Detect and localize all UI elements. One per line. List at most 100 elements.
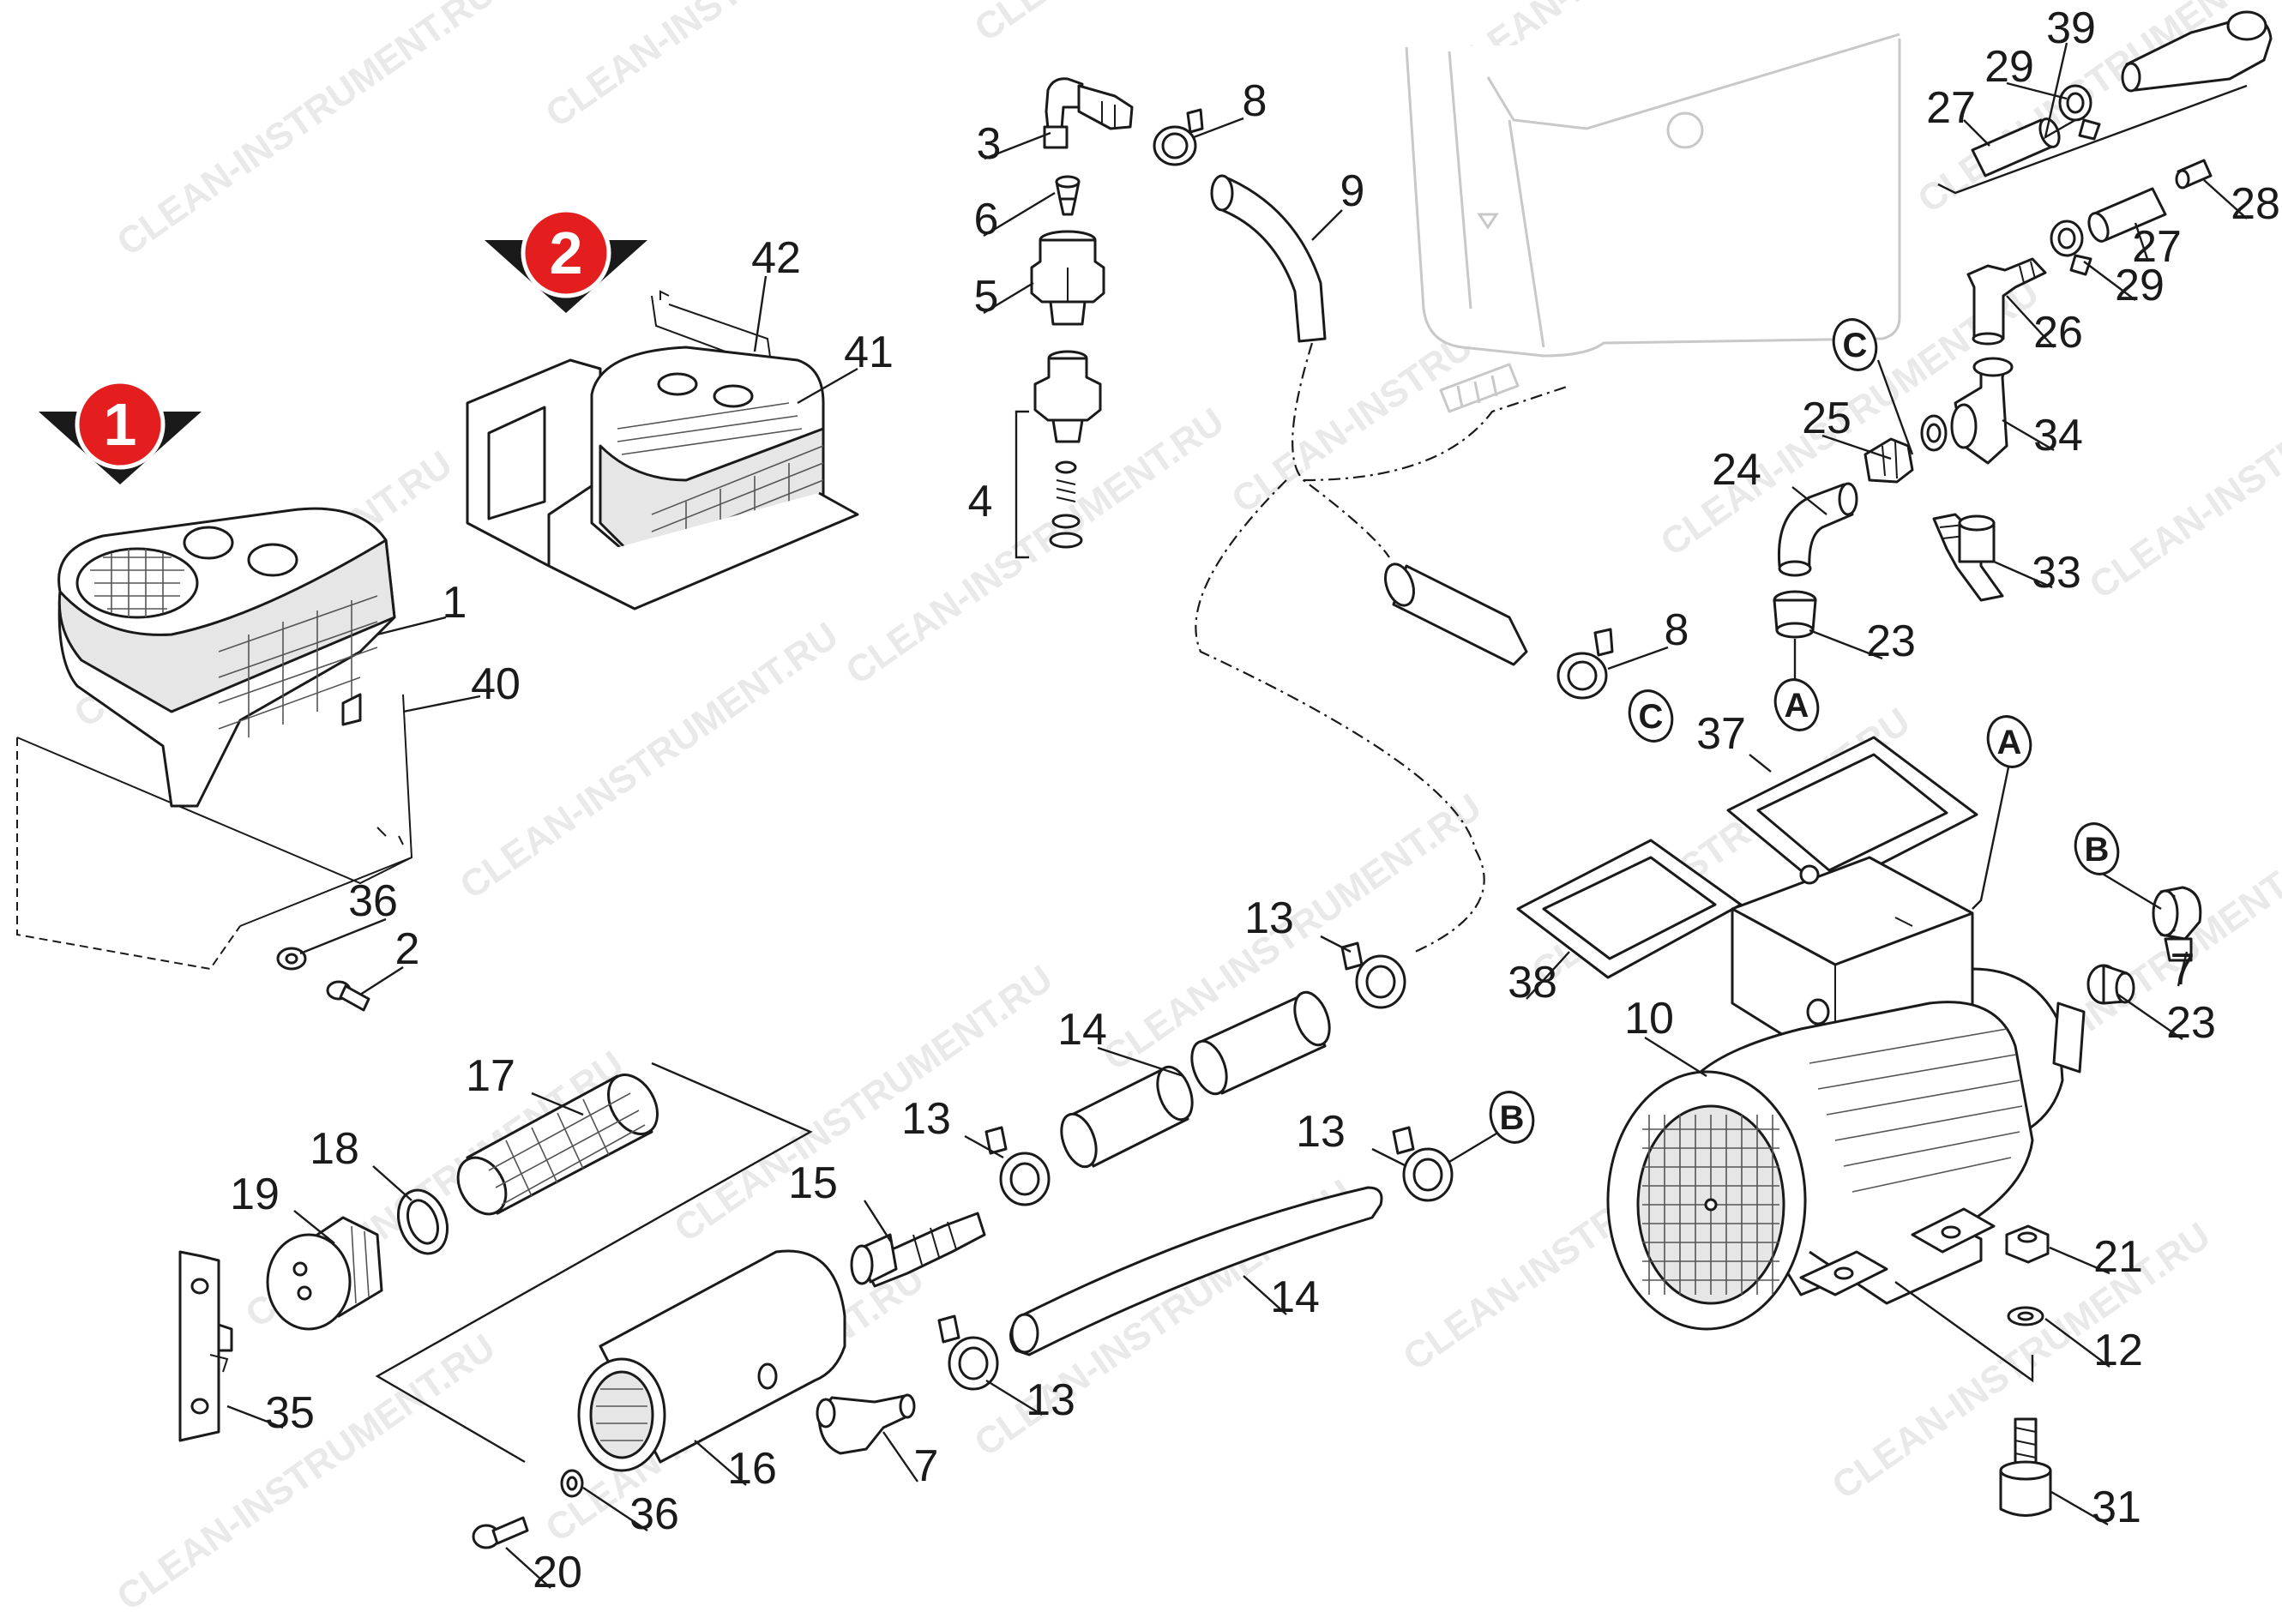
part-label-8-top: 8 bbox=[1243, 76, 1267, 126]
connector-letter: C bbox=[1843, 327, 1868, 364]
connector-letter: B bbox=[1500, 1099, 1525, 1137]
part-6-nozzle bbox=[1055, 175, 1081, 216]
part-17-filter-screen bbox=[456, 1074, 659, 1216]
connector-oval bbox=[2074, 822, 2120, 875]
part-19-filter-cap bbox=[266, 1216, 383, 1331]
part-label-7-right: 7 bbox=[2171, 945, 2195, 995]
part-label-20: 20 bbox=[533, 1548, 582, 1597]
part-label-4: 4 bbox=[968, 477, 993, 526]
part-label-39: 39 bbox=[2046, 3, 2096, 53]
part-29-clamp-b bbox=[2050, 220, 2092, 276]
part-label-36-top: 36 bbox=[348, 876, 398, 926]
part-hose-short bbox=[1384, 562, 1528, 666]
part-33-barbed-fitting bbox=[1932, 513, 2004, 602]
part-13-clamp-d bbox=[937, 1314, 999, 1391]
connector-C-top: C bbox=[1832, 318, 1878, 371]
part-13-clamp-b bbox=[984, 1126, 1051, 1206]
part-8-clamp-top bbox=[1153, 108, 1204, 166]
watermark-text: CLEAN-INSTRUMENT.RU bbox=[110, 0, 503, 264]
watermark-text: CLEAN-INSTRUMENT.RU bbox=[453, 615, 846, 908]
part-label-13-c: 13 bbox=[1296, 1107, 1346, 1157]
part-label-28: 28 bbox=[2231, 179, 2280, 229]
part-label-25: 25 bbox=[1802, 394, 1851, 443]
part-9-hose bbox=[1210, 174, 1327, 343]
part-label-13-a: 13 bbox=[1244, 893, 1294, 943]
watermark-text: CLEAN-INSTRUMENT.RU bbox=[839, 400, 1232, 694]
part-label-8-mid: 8 bbox=[1665, 605, 1689, 655]
watermark-text: CLEAN-INSTRUMENT.RU bbox=[667, 958, 1061, 1251]
part-label-41: 41 bbox=[844, 328, 894, 377]
part-27-hose-b bbox=[2087, 187, 2167, 243]
part-20-screw bbox=[472, 1516, 529, 1549]
part-label-34: 34 bbox=[2033, 411, 2083, 460]
part-label-23-a: 23 bbox=[1866, 617, 1916, 666]
bracket-21-12 bbox=[1894, 1281, 2034, 1383]
connector-letter: B bbox=[2085, 831, 2110, 869]
part-label-17: 17 bbox=[466, 1051, 515, 1101]
part-label-7-low: 7 bbox=[914, 1441, 939, 1491]
connector-A-left: A bbox=[1773, 678, 1820, 731]
part-label-40: 40 bbox=[471, 659, 521, 709]
part-31-standoff bbox=[1999, 1417, 2052, 1517]
part-label-12: 12 bbox=[2093, 1326, 2143, 1375]
part-label-18: 18 bbox=[310, 1124, 359, 1174]
part-40-mount-frame bbox=[16, 694, 413, 971]
part-7-elbow-right bbox=[2152, 886, 2202, 962]
part-label-3: 3 bbox=[977, 119, 1002, 169]
connector-letter: A bbox=[1997, 724, 2022, 761]
connector-oval bbox=[1986, 715, 2032, 768]
part-label-9: 9 bbox=[1340, 166, 1365, 216]
part-18-o-ring bbox=[396, 1188, 449, 1255]
connector-oval bbox=[1832, 318, 1878, 371]
badge-number: 2 bbox=[550, 220, 583, 286]
part-label-21: 21 bbox=[2093, 1232, 2143, 1282]
badge-circle bbox=[75, 379, 166, 470]
part-label-6: 6 bbox=[974, 195, 999, 244]
hose-routing-path bbox=[1195, 342, 1485, 953]
part-14-hose-long bbox=[1009, 1186, 1383, 1356]
part-label-26: 26 bbox=[2033, 308, 2083, 358]
part-label-19: 19 bbox=[230, 1170, 280, 1219]
connector-C-mid: C bbox=[1628, 689, 1674, 743]
part-36-washer-low bbox=[560, 1469, 584, 1498]
watermark-text: CLEAN-INSTRUMENT.RU bbox=[967, 0, 1361, 50]
bracket-filter bbox=[375, 1062, 813, 1464]
part-label-24: 24 bbox=[1712, 445, 1761, 495]
part-label-2: 2 bbox=[395, 924, 420, 974]
connector-letter: C bbox=[1639, 698, 1664, 736]
part-41-heater-frame-assembly bbox=[466, 346, 859, 611]
watermark-text: CLEAN-INSTRUMENT.RU bbox=[110, 1326, 503, 1620]
part-label-29-b: 29 bbox=[2115, 261, 2165, 310]
part-label-5: 5 bbox=[974, 272, 999, 322]
part-4-valve-kit bbox=[1015, 350, 1102, 559]
part-24-elbow bbox=[1777, 482, 1858, 577]
badge-circle bbox=[521, 208, 611, 298]
variant-2-badge: 2 bbox=[485, 208, 647, 313]
part-label-36-low: 36 bbox=[629, 1489, 679, 1539]
part-label-33: 33 bbox=[2032, 548, 2081, 598]
part-23-plug-a bbox=[1773, 590, 1817, 639]
part-label-23-b: 23 bbox=[2166, 998, 2216, 1048]
part-5-valve-body bbox=[1030, 230, 1105, 326]
connector-oval bbox=[1489, 1091, 1535, 1144]
part-label-29-a: 29 bbox=[1984, 42, 2034, 92]
part-15-barbed-nipple bbox=[850, 1212, 986, 1288]
part-label-14-top: 14 bbox=[1057, 1005, 1107, 1055]
part-21-nut bbox=[2005, 1224, 2050, 1264]
part-10-pump-motor bbox=[1606, 856, 2086, 1331]
part-label-14-low: 14 bbox=[1270, 1272, 1320, 1322]
part-label-38: 38 bbox=[1508, 958, 1557, 1007]
part-8-clamp-mid bbox=[1556, 628, 1614, 700]
part-23-plug-b bbox=[2086, 964, 2135, 1005]
part-label-15: 15 bbox=[788, 1158, 838, 1208]
connector-B-low: B bbox=[1489, 1091, 1535, 1144]
part-1-heater-cover bbox=[57, 507, 396, 808]
part-28-insert bbox=[2175, 159, 2213, 189]
part-label-13-d: 13 bbox=[1026, 1375, 1075, 1425]
part-26-barbed-elbow bbox=[1966, 257, 2047, 346]
part-36-washer-top bbox=[276, 947, 307, 971]
part-label-16: 16 bbox=[727, 1444, 777, 1494]
part-label-37: 37 bbox=[1696, 709, 1746, 759]
part-12-washer bbox=[2007, 1306, 2044, 1326]
